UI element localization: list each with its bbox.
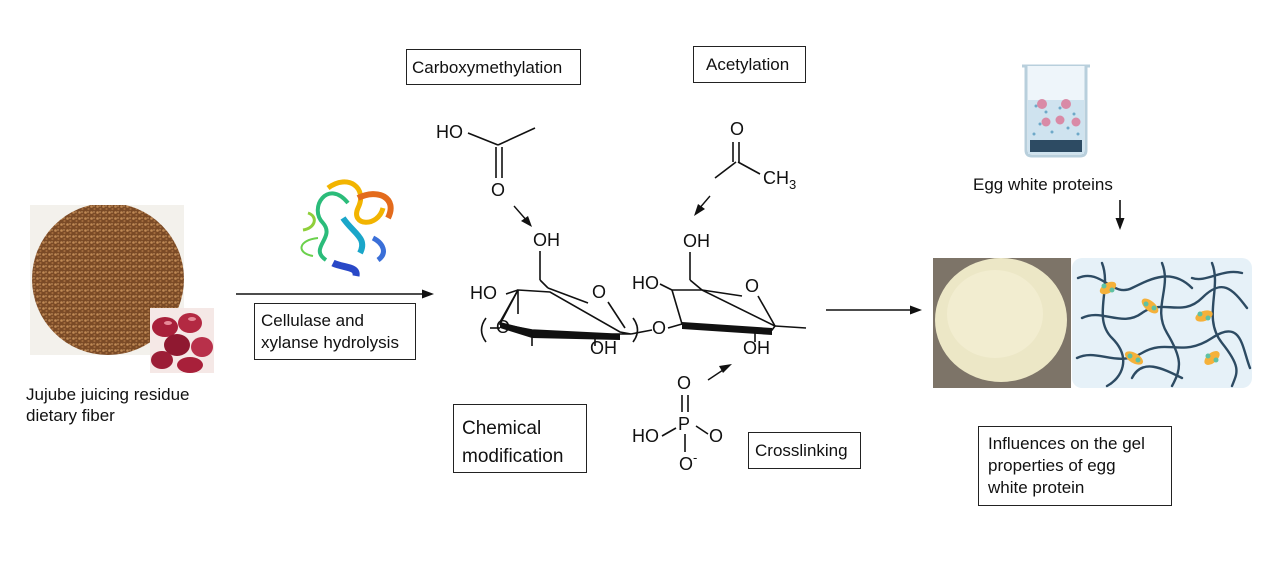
influence-line1: Influences on the gel xyxy=(988,434,1145,453)
beaker-icon xyxy=(1022,64,1090,158)
carboxymethylation-box: Carboxymethylation xyxy=(406,49,581,85)
carboxymethyl-group: HO O xyxy=(436,122,536,227)
crosslinking-box: Crosslinking xyxy=(748,432,861,469)
process-arrow-2 xyxy=(826,305,922,315)
source-label-line1: Jujube juicing residue xyxy=(26,385,190,404)
chem-o-minus: O- xyxy=(679,450,697,474)
chem-oh-ring2: OH xyxy=(743,338,770,358)
chem-o-ring1: O xyxy=(592,282,606,302)
gel-network-diagram xyxy=(1072,258,1252,388)
chem-oh-c6-ring1: OH xyxy=(533,230,560,250)
chem-ch3: CH3 xyxy=(763,168,796,192)
chem-oh-c6-ring2: OH xyxy=(683,231,710,251)
jujube-fruit-inset xyxy=(151,313,213,373)
chem-o-phosphate-top: O xyxy=(677,373,691,393)
influence-line2: properties of egg xyxy=(988,456,1116,475)
chem-ho-label: HO xyxy=(436,122,463,142)
chem-p: P xyxy=(678,414,690,434)
gel-influence-box: Influences on the gel properties of egg … xyxy=(978,426,1172,506)
chemical-modification-box: Chemical modification xyxy=(453,404,587,473)
source-label: Jujube juicing residue dietary fiber xyxy=(26,384,190,426)
chem-ho-ring2: HO xyxy=(632,273,659,293)
enzyme-hydrolysis-box: Cellulase and xylanse hydrolysis xyxy=(254,303,416,360)
source-label-line2: dietary fiber xyxy=(26,406,115,425)
jujube-fiber-photo xyxy=(30,205,214,373)
egg-arrow-down xyxy=(1115,200,1125,230)
chem-o-link-mid: O xyxy=(652,318,666,338)
process-arrow-1 xyxy=(236,289,434,299)
chem-ho-phosphate: HO xyxy=(632,426,659,446)
chem-o-phosphate-right: O xyxy=(709,426,723,446)
glucose-ring-2: OH O HO OH xyxy=(632,231,807,358)
chem-o-carbonyl: O xyxy=(491,180,505,200)
cellulose-structure-diagram: HO O O CH3 OH O HO OH O xyxy=(436,119,807,474)
chem-o-ring2: O xyxy=(745,276,759,296)
acetylation-box: Acetylation xyxy=(693,46,806,83)
phosphate-group: O P HO O O- xyxy=(632,364,732,474)
chem-ho-ring1: HO xyxy=(470,283,497,303)
acetyl-label: Acetylation xyxy=(706,55,790,74)
crosslink-label: Crosslinking xyxy=(755,441,848,460)
influence-line3: white protein xyxy=(988,478,1085,497)
acetyl-group: O CH3 xyxy=(694,119,796,216)
carboxy-label: Carboxymethylation xyxy=(412,58,563,77)
chemmod-line1: Chemical xyxy=(462,418,542,439)
chem-o-link-left: O xyxy=(496,317,510,337)
chemmod-line2: modification xyxy=(462,446,564,467)
chem-oh-ring1: OH xyxy=(590,338,617,358)
glycosidic-linkage: O xyxy=(630,317,683,343)
enzyme-label-line1: Cellulase and xyxy=(261,311,365,330)
egg-white-label: Egg white proteins xyxy=(973,175,1113,194)
enzyme-label-line2: xylanse hydrolysis xyxy=(261,333,399,352)
enzyme-structure-icon xyxy=(300,179,394,277)
gel-sample-photo xyxy=(933,258,1071,388)
glucose-ring-1: OH O HO OH O xyxy=(470,230,632,358)
chem-o-acetyl: O xyxy=(730,119,744,139)
